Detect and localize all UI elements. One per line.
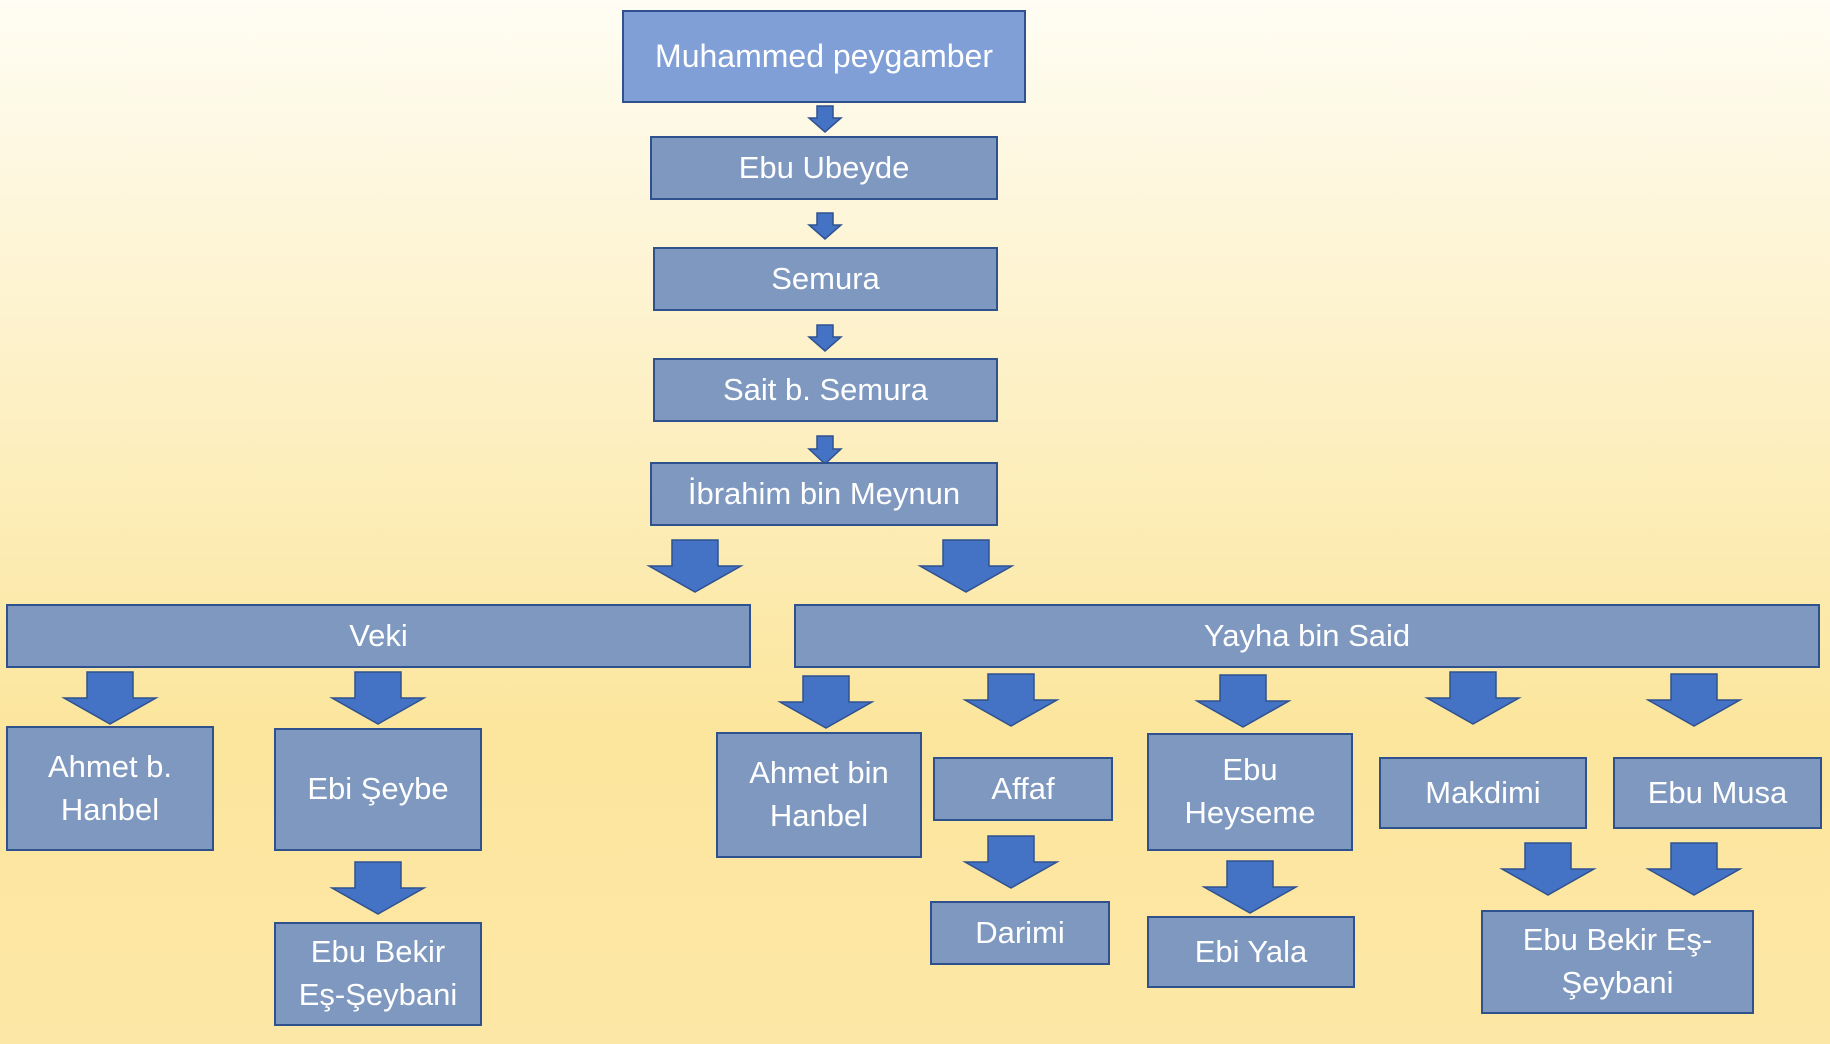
node-ebi-yala: Ebi Yala bbox=[1147, 916, 1355, 988]
node-sait-b-semura: Sait b. Semura bbox=[653, 358, 998, 422]
arrow-ebi-seybe-to-ebu-bekir bbox=[329, 861, 427, 915]
node-semura: Semura bbox=[653, 247, 998, 311]
node-ebu-heyseme: Ebu Heyseme bbox=[1147, 733, 1353, 851]
arrow-ebu-heyseme-to-ebi-yala bbox=[1201, 860, 1299, 914]
arrow-yayha-to-ebu-musa bbox=[1645, 673, 1743, 727]
node-ibrahim-bin-meynun: İbrahim bin Meynun bbox=[650, 462, 998, 526]
arrow-ebu-musa-to-ebu-bekir bbox=[1645, 842, 1743, 896]
node-ahmet-bin-hanbel: Ahmet bin Hanbel bbox=[716, 732, 922, 858]
node-ebu-musa: Ebu Musa bbox=[1613, 757, 1822, 829]
node-ebi-seybe: Ebi Şeybe bbox=[274, 728, 482, 851]
node-ahmet-b-hanbel: Ahmet b. Hanbel bbox=[6, 726, 214, 851]
arrow-veki-to-ahmet-hanbel bbox=[61, 671, 159, 725]
arrow-ibrahim-to-yayha bbox=[917, 539, 1015, 593]
node-darimi: Darimi bbox=[930, 901, 1110, 965]
node-ebu-ubeyde: Ebu Ubeyde bbox=[650, 136, 998, 200]
arrow-muhammed-to-ebu-ubeyde bbox=[807, 105, 843, 133]
arrow-makdimi-to-ebu-bekir bbox=[1499, 842, 1597, 896]
arrow-yayha-to-ahmet-bin-hanbel bbox=[777, 675, 875, 729]
node-affaf: Affaf bbox=[933, 757, 1113, 821]
node-veki: Veki bbox=[6, 604, 751, 668]
arrow-veki-to-ebi-seybe bbox=[329, 671, 427, 725]
arrow-sait-to-ibrahim bbox=[807, 435, 843, 466]
arrow-yayha-to-affaf bbox=[962, 673, 1060, 727]
arrow-yayha-to-makdimi bbox=[1424, 671, 1522, 725]
node-ebu-bekir-es-seybani-left: Ebu Bekir Eş-Şeybani bbox=[274, 922, 482, 1026]
node-ebu-bekir-es-seybani-right: Ebu Bekir Eş-Şeybani bbox=[1481, 910, 1754, 1014]
arrow-affaf-to-darimi bbox=[962, 835, 1060, 889]
arrow-semura-to-sait bbox=[807, 324, 843, 352]
arrow-ebu-ubeyde-to-semura bbox=[807, 212, 843, 240]
arrow-ibrahim-to-veki bbox=[646, 539, 744, 593]
node-muhammed-peygamber: Muhammed peygamber bbox=[622, 10, 1026, 103]
node-yayha-bin-said: Yayha bin Said bbox=[794, 604, 1820, 668]
arrow-yayha-to-ebu-heyseme bbox=[1194, 674, 1292, 728]
node-makdimi: Makdimi bbox=[1379, 757, 1587, 829]
